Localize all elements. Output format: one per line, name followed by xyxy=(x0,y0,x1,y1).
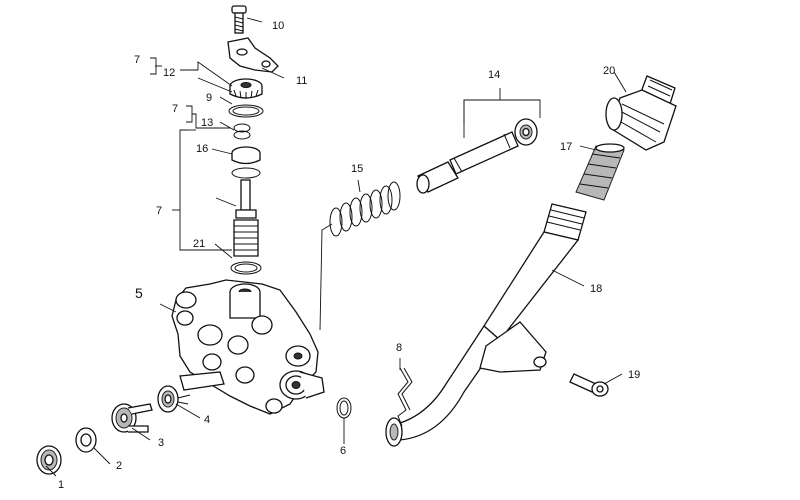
nut-part-1 xyxy=(36,445,62,475)
leader-lines xyxy=(45,17,627,477)
callout-18: 18 xyxy=(590,283,602,295)
callout-5: 5 xyxy=(135,285,143,301)
callout-11: 11 xyxy=(296,75,307,87)
seal-ring-part-4 xyxy=(157,385,191,413)
filter-part-17 xyxy=(575,143,625,201)
callout-21: 21 xyxy=(193,238,205,250)
hose-connector-part-20 xyxy=(605,75,677,151)
o-ring-part-6 xyxy=(336,397,352,419)
pump-housing-part-5 xyxy=(171,279,325,415)
callout-12: 12 xyxy=(163,67,175,79)
washer-part-2 xyxy=(75,427,97,453)
valve-stem xyxy=(233,179,259,257)
callout-17: 17 xyxy=(560,141,572,153)
callout-7b: 7 xyxy=(172,103,178,115)
clip-part-8 xyxy=(397,367,413,427)
callout-14: 14 xyxy=(488,69,500,81)
callout-19: 19 xyxy=(628,369,640,381)
callout-7c: 7 xyxy=(156,205,162,217)
o-ring-part-9 xyxy=(228,104,264,118)
o-ring-part-21 xyxy=(230,261,262,275)
callout-3: 3 xyxy=(158,437,164,449)
inlet-pipe-part-18 xyxy=(385,203,587,447)
piston-rod-part-14 xyxy=(416,118,538,194)
screw-part-10 xyxy=(231,5,247,34)
valve-cap-part-12 xyxy=(229,78,263,99)
callout-15: 15 xyxy=(351,163,363,175)
callout-9: 9 xyxy=(206,92,212,104)
screw-part-19 xyxy=(569,373,609,397)
callout-6: 6 xyxy=(340,445,346,457)
callout-2: 2 xyxy=(116,460,122,472)
callout-7a: 7 xyxy=(134,54,140,66)
callout-13: 13 xyxy=(201,117,213,129)
callout-labels: 10 11 7 12 9 7 13 16 7 21 5 1 2 3 4 6 8 … xyxy=(58,20,640,491)
o-ring-part-13 xyxy=(233,123,251,140)
bracket-part-11 xyxy=(227,37,279,73)
callout-4: 4 xyxy=(204,414,210,426)
callout-10: 10 xyxy=(272,20,284,32)
callout-16: 16 xyxy=(196,143,208,155)
valve-seat-part-3 xyxy=(111,403,153,433)
callout-20: 20 xyxy=(603,65,615,77)
callout-1: 1 xyxy=(58,479,64,491)
callout-8: 8 xyxy=(396,342,402,354)
valve-insert-part-16 xyxy=(231,146,261,179)
spring-part-15 xyxy=(329,181,401,237)
